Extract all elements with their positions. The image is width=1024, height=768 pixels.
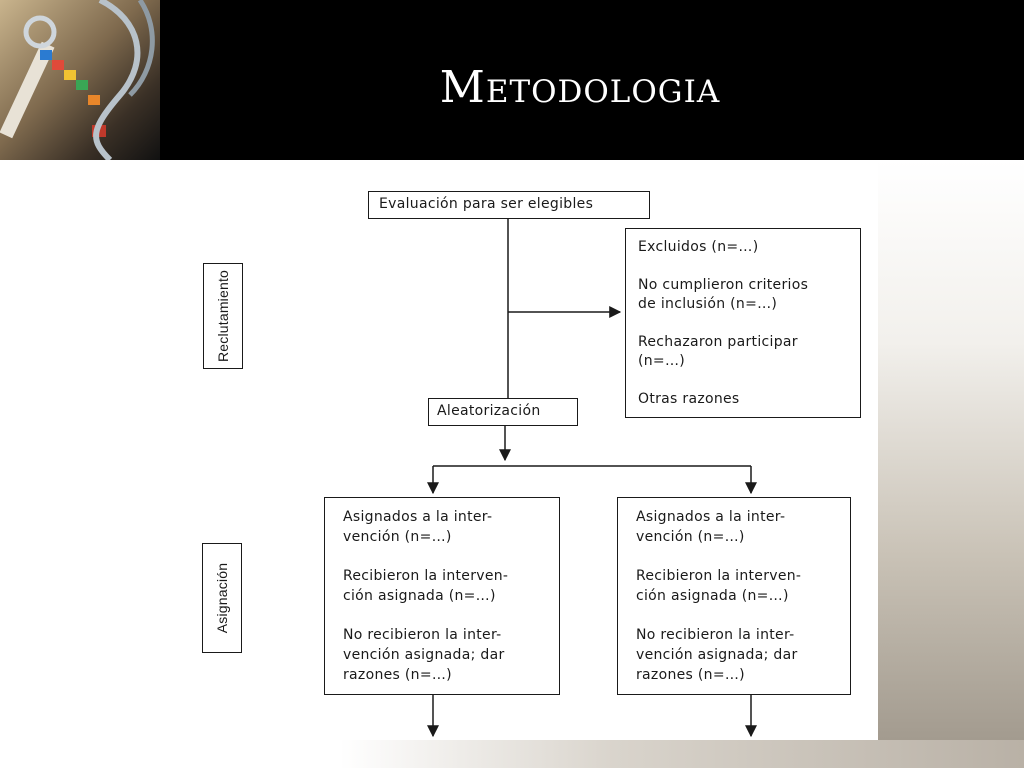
phase-label-recruitment-text: Reclutamiento: [215, 270, 231, 362]
stethoscope-icon: [0, 0, 160, 160]
randomization-box: Aleatorización: [428, 398, 578, 426]
phase-label-recruitment: Reclutamiento: [203, 263, 243, 369]
stethoscope-medical-image: [0, 0, 160, 160]
allocation-right-assigned: Asignados a la inter- vención (n=…): [636, 507, 840, 547]
excluded-declined: Rechazaron participar (n=…): [638, 333, 850, 371]
slide-header: Metodologia: [0, 0, 1024, 160]
excluded-criteria: No cumplieron criterios de inclusión (n=…: [638, 276, 850, 314]
excluded-other: Otras razones: [638, 390, 850, 409]
excluded-box: Excluidos (n=…) No cumplieron criterios …: [625, 228, 861, 418]
phase-label-allocation-text: Asignación: [214, 563, 230, 634]
allocation-box-left: Asignados a la inter- vención (n=…) Reci…: [324, 497, 560, 695]
phase-label-allocation: Asignación: [202, 543, 242, 653]
slide-title: Metodologia: [300, 58, 860, 118]
background-photo-right: [878, 160, 1024, 768]
allocation-box-right: Asignados a la inter- vención (n=…) Reci…: [617, 497, 851, 695]
allocation-left-not-received: No recibieron la inter- vención asignada…: [343, 625, 549, 685]
allocation-right-not-received: No recibieron la inter- vención asignada…: [636, 625, 840, 685]
excluded-heading: Excluidos (n=…): [638, 238, 850, 257]
allocation-right-received: Recibieron la interven- ción asignada (n…: [636, 566, 840, 606]
background-photo-bottom: [340, 740, 1024, 768]
allocation-left-received: Recibieron la interven- ción asignada (n…: [343, 566, 549, 606]
eligibility-evaluation-box: Evaluación para ser elegibles: [368, 191, 650, 219]
allocation-left-assigned: Asignados a la inter- vención (n=…): [343, 507, 549, 547]
